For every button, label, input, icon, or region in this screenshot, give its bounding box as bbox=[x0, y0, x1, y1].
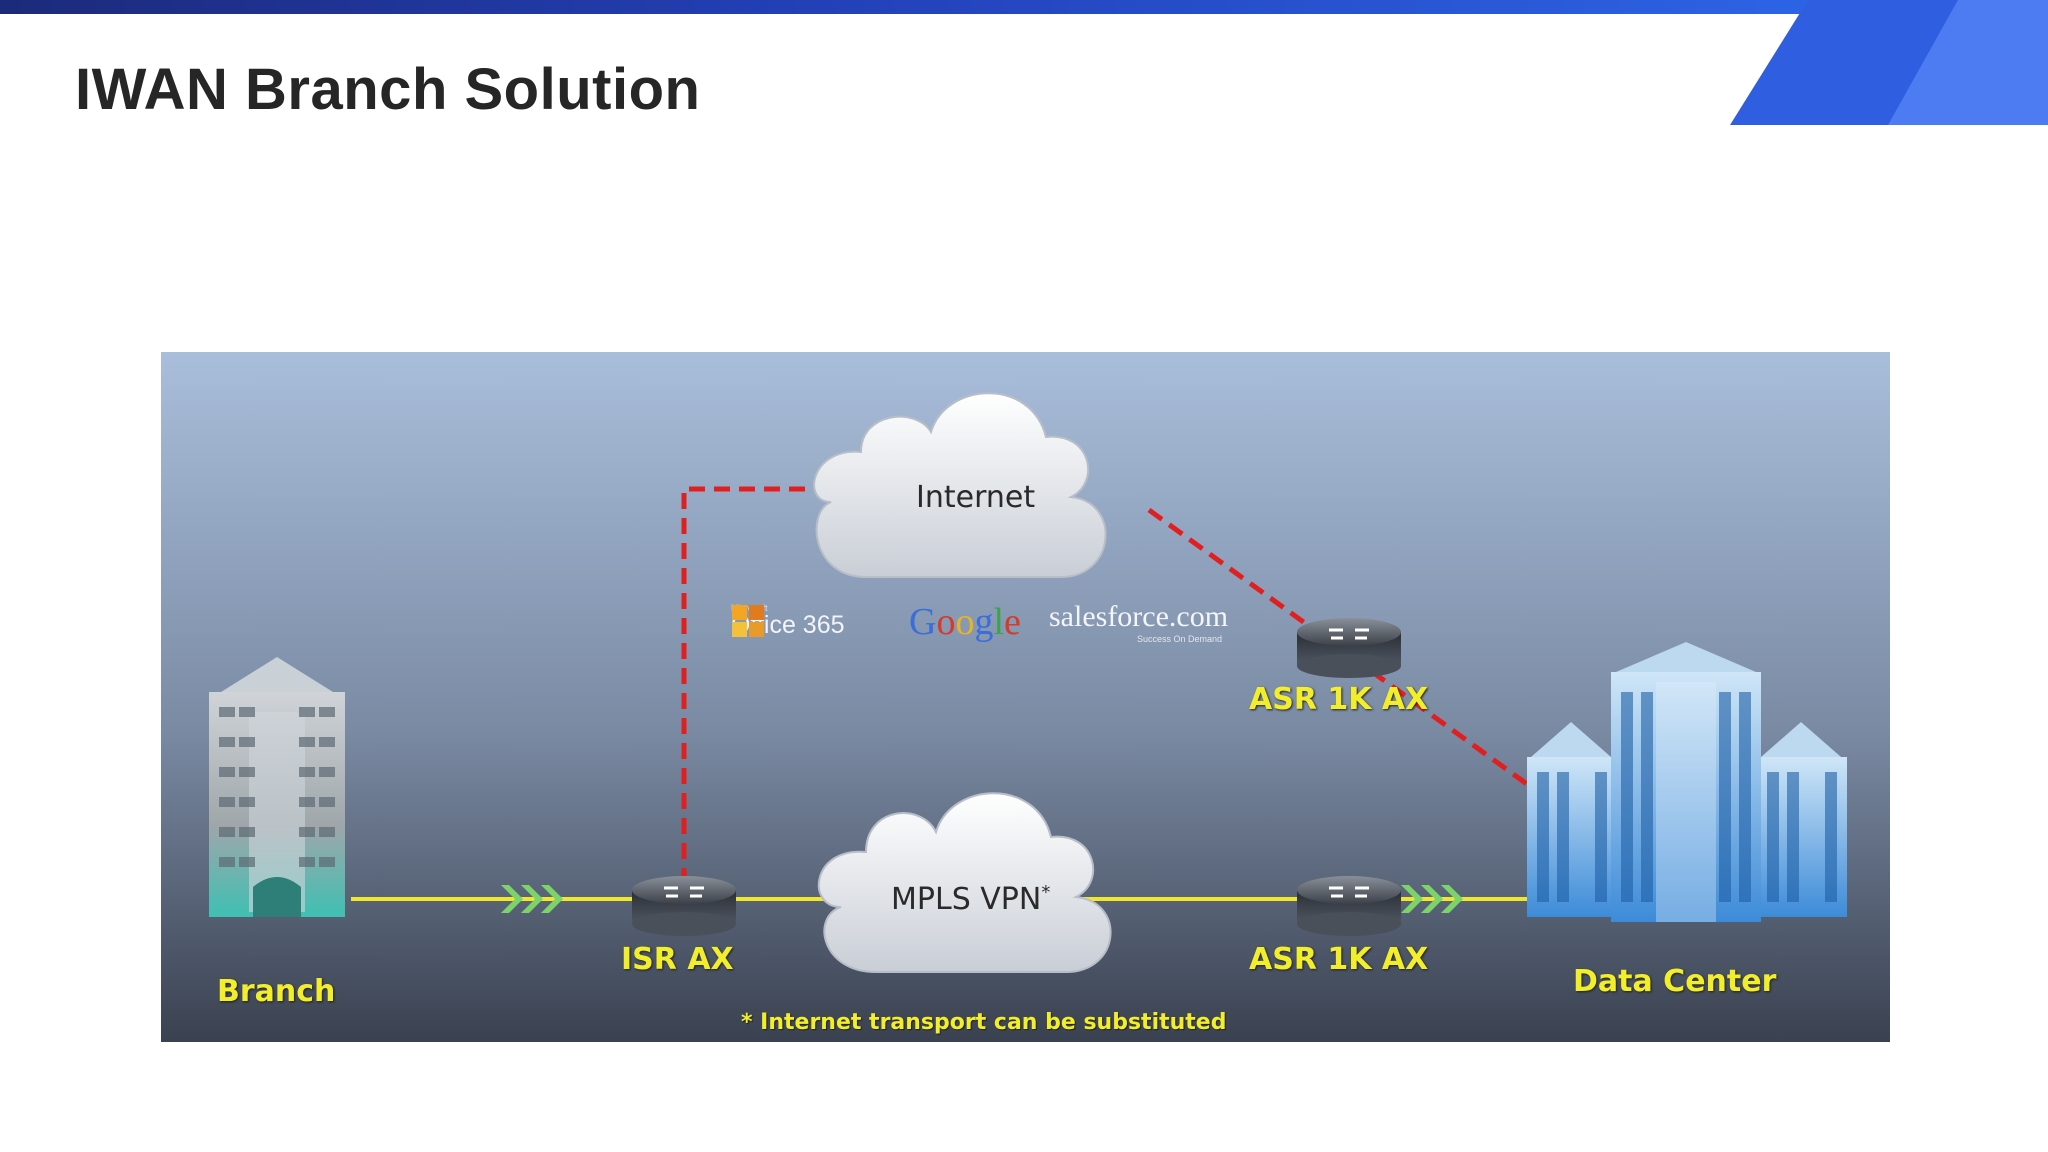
google-letter: o bbox=[955, 601, 975, 643]
traffic-arrows-right bbox=[1401, 885, 1463, 913]
salesforce-logo: salesforce.com Success On Demand bbox=[1049, 600, 1228, 644]
google-letter: o bbox=[936, 601, 956, 643]
salesforce-tagline: Success On Demand bbox=[1137, 634, 1223, 644]
asr-bottom-router-label: ASR 1K AX bbox=[1249, 942, 1429, 977]
mpls-vpn-cloud bbox=[817, 792, 1112, 973]
branch-building-icon bbox=[209, 657, 345, 917]
google-logo: Google bbox=[909, 600, 1021, 644]
top-accent-bar bbox=[0, 0, 2048, 14]
internet-cloud bbox=[813, 392, 1107, 578]
office-icon bbox=[732, 605, 764, 637]
google-letter: g bbox=[974, 601, 994, 643]
network-diagram: Internet MPLS VPN* Microsoft Office 365 … bbox=[161, 352, 1890, 1042]
page-title: IWAN Branch Solution bbox=[75, 57, 701, 122]
salesforce-text: salesforce.com bbox=[1049, 600, 1229, 633]
google-letter: l bbox=[993, 601, 1005, 643]
mpls-vpn-asterisk: * bbox=[1041, 882, 1051, 903]
router-icon bbox=[632, 876, 736, 936]
router-icon bbox=[1297, 876, 1401, 936]
asr-top-router-label: ASR 1K AX bbox=[1249, 682, 1429, 717]
internet-cloud-label: Internet bbox=[916, 480, 1036, 515]
internet-path-branch bbox=[681, 486, 827, 884]
branch-label: Branch bbox=[217, 974, 336, 1009]
router-icon bbox=[1297, 618, 1401, 678]
traffic-arrows-left bbox=[501, 885, 563, 913]
google-letter: e bbox=[1004, 601, 1021, 643]
footnote: * Internet transport can be substituted bbox=[741, 1010, 1227, 1035]
isr-router-label: ISR AX bbox=[621, 942, 734, 977]
datacenter-building-icon bbox=[1527, 642, 1847, 922]
corner-accent-shape bbox=[1730, 0, 2048, 125]
google-letter: G bbox=[909, 601, 937, 643]
mpls-vpn-label-text: MPLS VPN bbox=[891, 882, 1042, 917]
mpls-vpn-label: MPLS VPN* bbox=[891, 882, 1050, 917]
datacenter-label: Data Center bbox=[1573, 964, 1777, 999]
office365-logo: Microsoft Office 365 bbox=[731, 604, 845, 638]
